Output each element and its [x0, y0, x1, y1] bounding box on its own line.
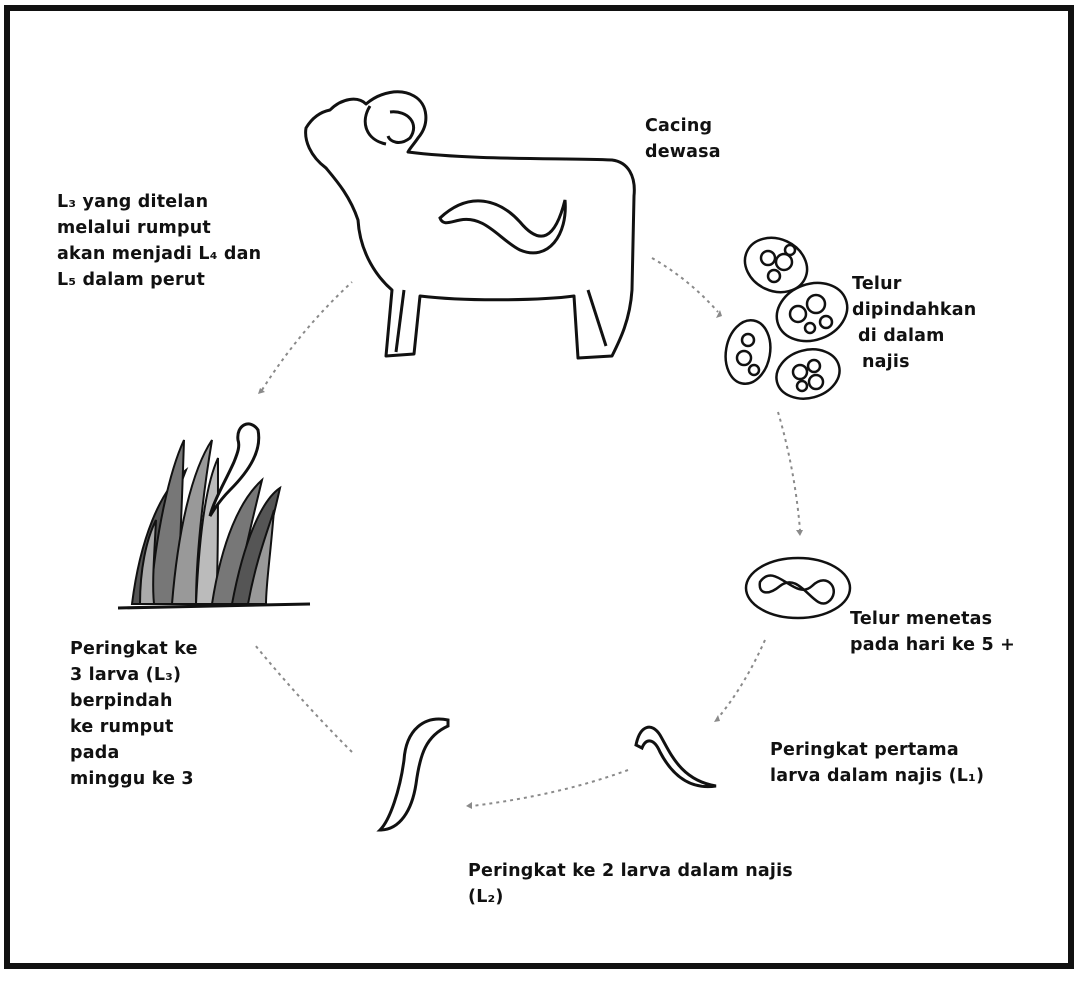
label-l3-line-6: minggu ke 3: [70, 766, 198, 792]
label-eggs-line-1: Telur: [852, 271, 976, 297]
label-hatch-line-2: pada hari ke 5 +: [850, 632, 1015, 658]
label-adult-worm: Cacing dewasa: [645, 113, 721, 165]
label-l3-line-3: berpindah: [70, 688, 198, 714]
label-eggs-line-4: najis: [852, 349, 976, 375]
label-l3-line-5: pada: [70, 740, 198, 766]
label-adult-worm-line-2: dewasa: [645, 139, 721, 165]
label-eggs-line-2: dipindahkan: [852, 297, 976, 323]
arrow-eggs-to-hatch: [778, 412, 800, 530]
adult-worm-icon: [440, 200, 565, 253]
cycle-arrows: [255, 258, 800, 806]
label-ingested-line-1: L₃ yang ditelan: [57, 189, 261, 215]
label-adult-worm-line-1: Cacing: [645, 113, 721, 139]
arrow-l1-to-l2: [472, 770, 628, 806]
label-l3-line-4: ke rumput: [70, 714, 198, 740]
label-ingested-line-3: akan menjadi L₄ dan: [57, 241, 261, 267]
label-l3-stage: Peringkat ke 3 larva (L₃) berpindah ke r…: [70, 636, 198, 792]
label-egg-hatch: Telur menetas pada hari ke 5 +: [850, 606, 1015, 658]
grass-icon: [118, 440, 310, 608]
label-l3-line-2: 3 larva (L₃): [70, 662, 198, 688]
label-hatch-line-1: Telur menetas: [850, 606, 1015, 632]
eggs-icon: [721, 228, 856, 406]
label-l2-line-2: (L₂): [468, 884, 793, 910]
label-l1-stage: Peringkat pertama larva dalam najis (L₁): [770, 737, 984, 789]
l1-larva-icon: [636, 727, 716, 787]
label-eggs-passed: Telur dipindahkan di dalam najis: [852, 271, 976, 375]
label-ingested-line-2: melalui rumput: [57, 215, 261, 241]
arrow-hatch-to-l1: [718, 640, 765, 718]
label-l2-line-1: Peringkat ke 2 larva dalam najis: [468, 858, 793, 884]
label-l2-stage: Peringkat ke 2 larva dalam najis (L₂): [468, 858, 793, 910]
l2-larva-icon: [380, 719, 448, 830]
sheep-icon: [306, 92, 635, 358]
arrow-grass-to-sheep: [262, 282, 352, 390]
arrow-l2-to-grass: [255, 645, 352, 752]
label-l1-line-1: Peringkat pertama: [770, 737, 984, 763]
arrow-sheep-to-eggs: [652, 258, 718, 312]
arrow-heads: [258, 310, 803, 809]
label-l1-line-2: larva dalam najis (L₁): [770, 763, 984, 789]
hatching-egg-icon: [746, 558, 850, 618]
label-eggs-line-3: di dalam: [852, 323, 976, 349]
label-l3-line-1: Peringkat ke: [70, 636, 198, 662]
label-ingested: L₃ yang ditelan melalui rumput akan menj…: [57, 189, 261, 293]
label-ingested-line-4: L₅ dalam perut: [57, 267, 261, 293]
